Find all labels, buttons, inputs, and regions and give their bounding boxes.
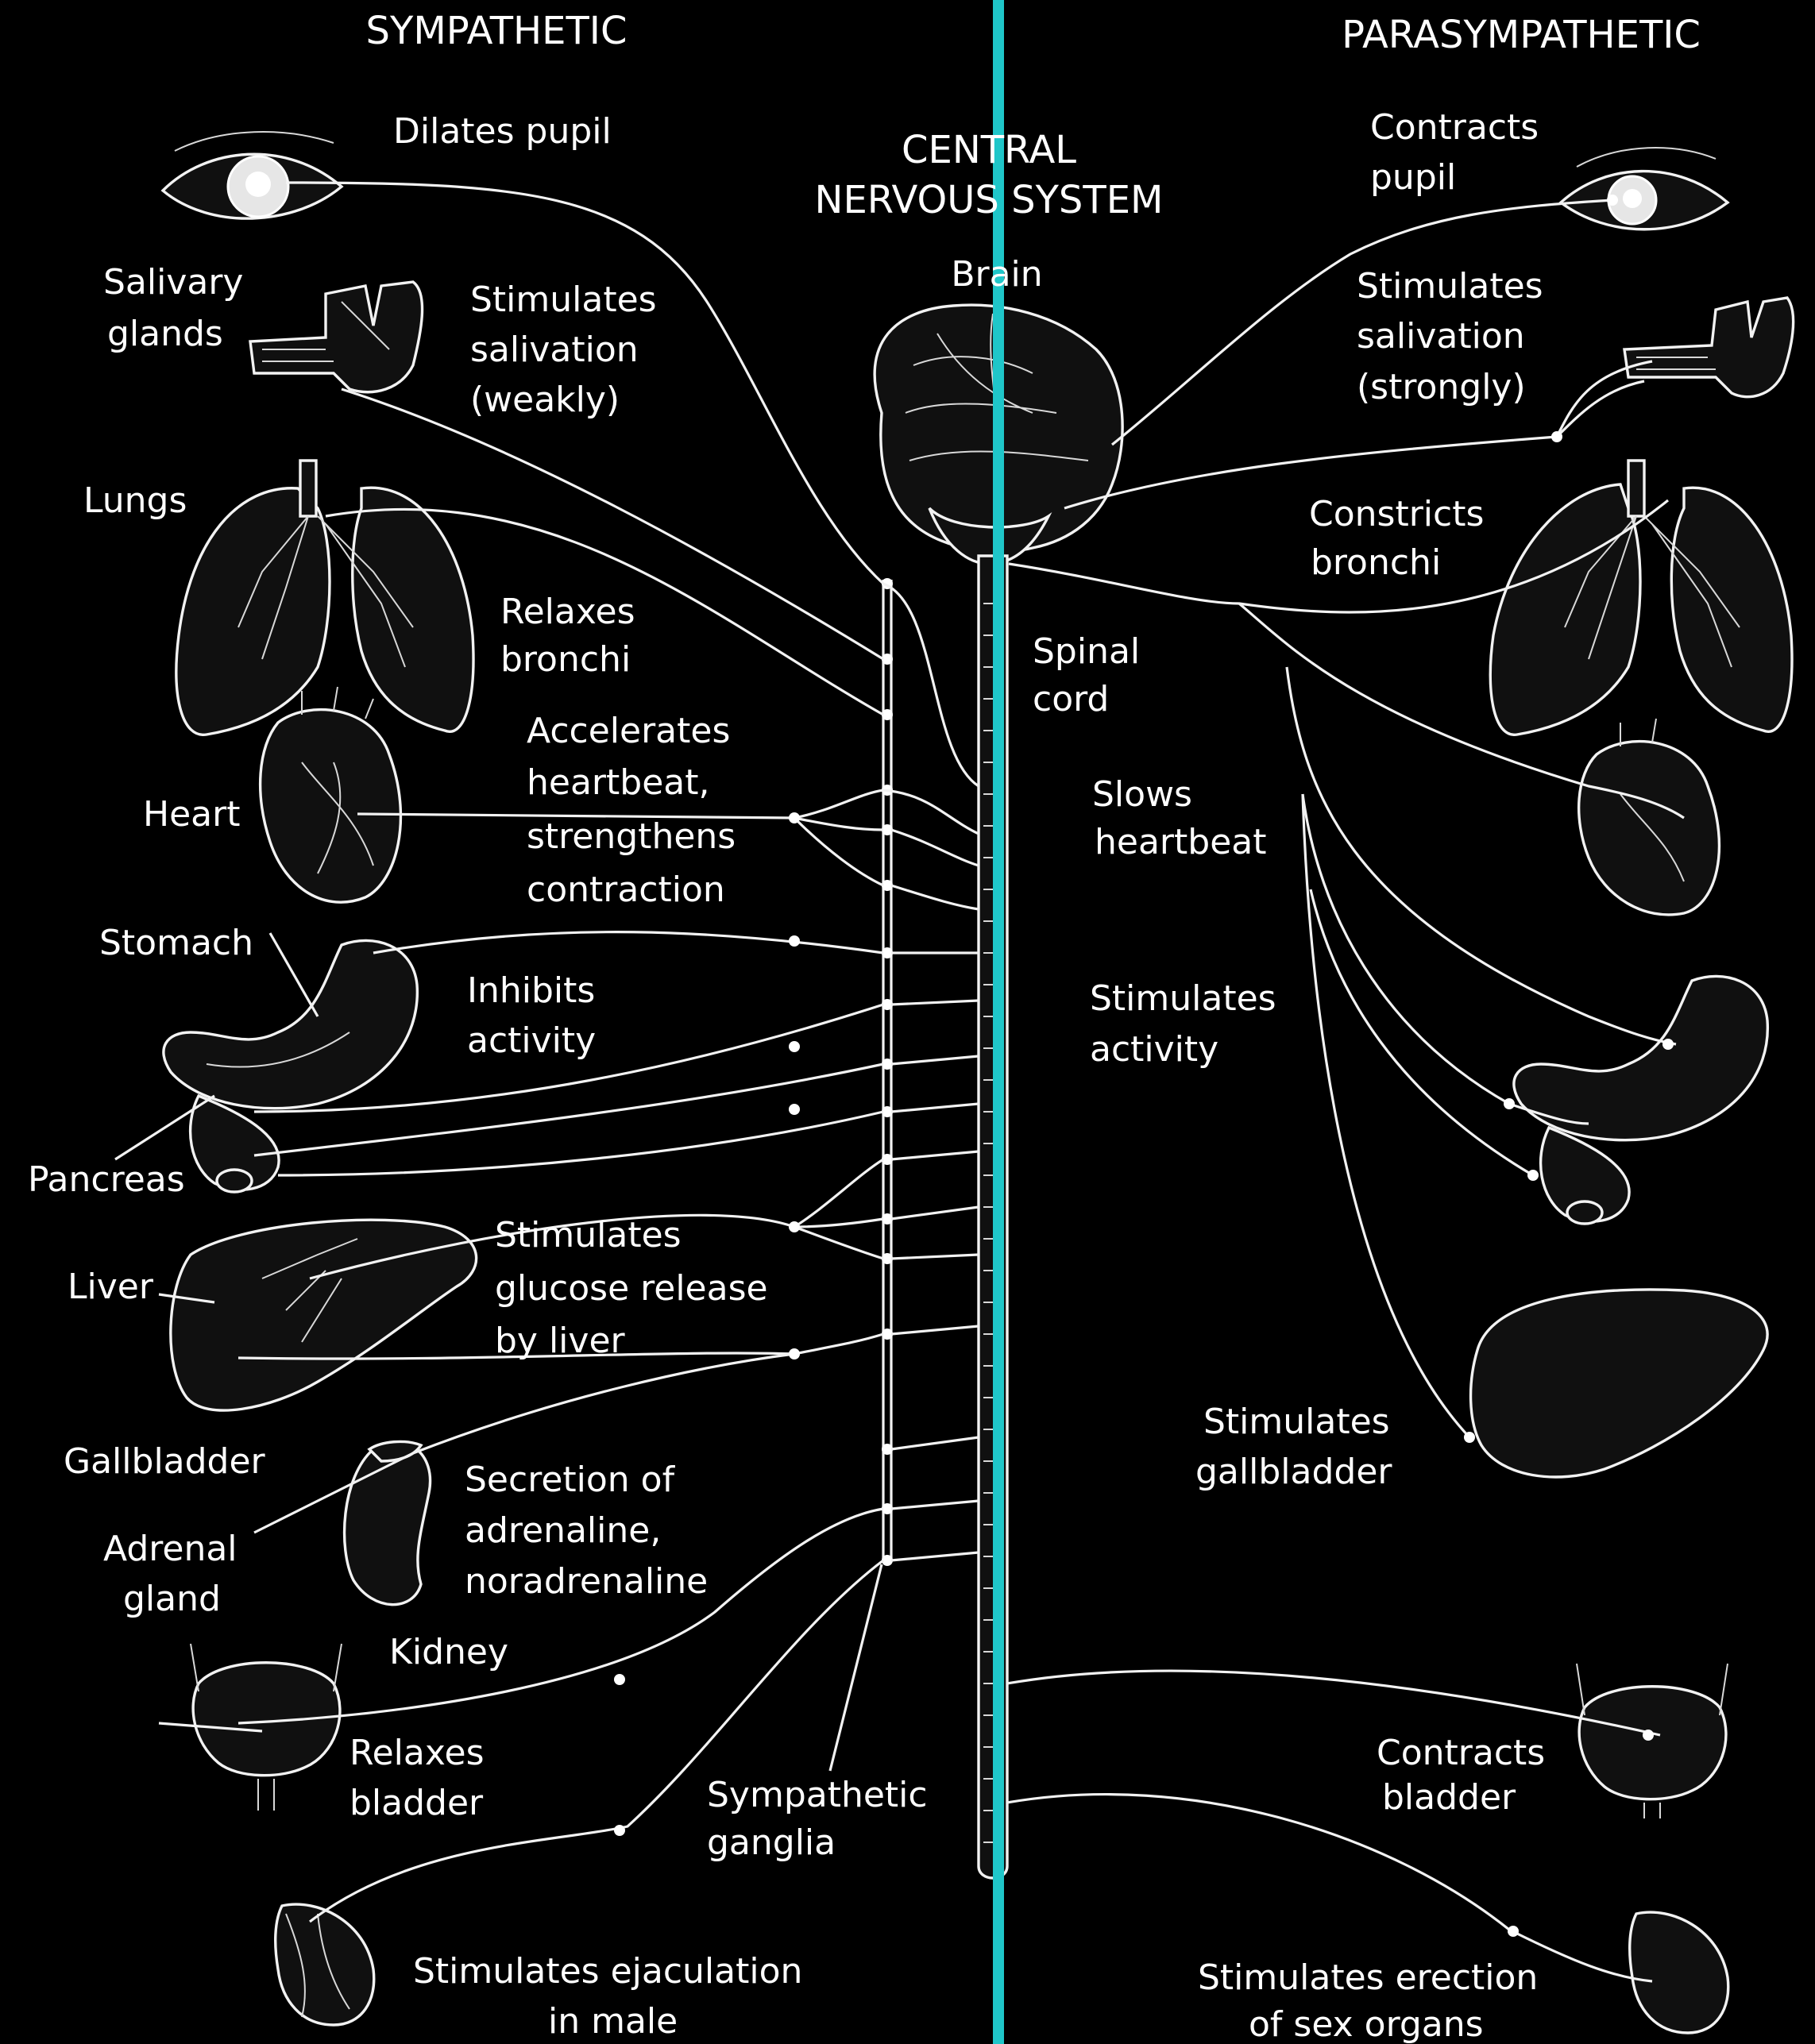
spinal-cord-label-line2: cord bbox=[1033, 679, 1109, 719]
sym-eye-effect: Dilates pupil bbox=[393, 111, 612, 152]
para-stomach-effect-line2: activity bbox=[1090, 1029, 1218, 1070]
sym-stomach-effect-line2: activity bbox=[467, 1020, 596, 1061]
para-stomach-effect-line1: Stimulates bbox=[1090, 978, 1276, 1019]
sym-lungs-effect-line1: Relaxes bbox=[500, 592, 635, 632]
adrenal-gland-label-line1: Adrenal bbox=[103, 1529, 237, 1569]
sym-sex-effect-line2: in male bbox=[548, 2001, 678, 2042]
center-divider bbox=[993, 0, 1004, 2044]
para-eye-effect-line1: Contracts bbox=[1370, 107, 1539, 148]
sympathetic-ganglia-label-line2: ganglia bbox=[707, 1822, 836, 1863]
heart-label: Heart bbox=[143, 794, 240, 835]
para-eye-effect-line2: pupil bbox=[1370, 157, 1456, 198]
para-lungs-effect-line2: bronchi bbox=[1311, 542, 1441, 583]
sym-adrenal-effect-line2: adrenaline, bbox=[465, 1510, 661, 1551]
para-bladder-effect-line1: Contracts bbox=[1377, 1733, 1545, 1773]
sym-salivary-effect-line1: Stimulates bbox=[470, 280, 657, 320]
sym-heart-effect-line2: heartbeat, bbox=[527, 762, 709, 803]
liver-label: Liver bbox=[68, 1267, 154, 1307]
cns-header-line2: NERVOUS SYSTEM bbox=[815, 178, 1164, 222]
sym-liver-effect-line3: by liver bbox=[495, 1321, 626, 1361]
sym-stomach-effect-line1: Inhibits bbox=[467, 970, 595, 1011]
sym-adrenal-effect-line3: noradrenaline bbox=[465, 1561, 708, 1602]
para-bladder-effect-line2: bladder bbox=[1382, 1777, 1516, 1818]
para-sex-effect-line1: Stimulates erection bbox=[1198, 1957, 1538, 1998]
sym-salivary-effect-line3: (weakly) bbox=[470, 380, 620, 420]
salivary-glands-label-line2: glands bbox=[107, 314, 223, 354]
para-gallbladder-effect-line1: Stimulates bbox=[1203, 1402, 1390, 1442]
sym-sex-effect-line1: Stimulates ejaculation bbox=[413, 1951, 802, 1992]
stomach-label: Stomach bbox=[99, 923, 253, 963]
parasympathetic-header: PARASYMPATHETIC bbox=[1342, 13, 1701, 57]
sym-adrenal-effect-line1: Secretion of bbox=[465, 1460, 676, 1500]
pancreas-label: Pancreas bbox=[28, 1159, 185, 1200]
lungs-label: Lungs bbox=[83, 480, 187, 521]
sym-bladder-effect-line2: bladder bbox=[349, 1783, 484, 1823]
kidney-label: Kidney bbox=[389, 1632, 508, 1672]
para-gallbladder-effect-line2: gallbladder bbox=[1195, 1452, 1392, 1492]
gallbladder-label: Gallbladder bbox=[64, 1441, 266, 1482]
sym-liver-effect-line1: Stimulates bbox=[495, 1215, 682, 1255]
para-heart-effect-line1: Slows bbox=[1092, 774, 1192, 815]
sym-salivary-effect-line2: salivation bbox=[470, 330, 639, 370]
para-heart-effect-line2: heartbeat bbox=[1095, 822, 1266, 862]
sympathetic-ganglia-label-line1: Sympathetic bbox=[707, 1775, 928, 1815]
spinal-cord-label-line1: Spinal bbox=[1033, 631, 1140, 672]
sym-heart-effect-line1: Accelerates bbox=[527, 711, 730, 751]
sympathetic-header: SYMPATHETIC bbox=[366, 9, 628, 53]
adrenal-gland-label-line2: gland bbox=[123, 1579, 221, 1619]
cns-header-line1: CENTRAL bbox=[902, 128, 1076, 172]
salivary-glands-label-line1: Salivary bbox=[103, 262, 243, 303]
para-salivary-effect-line1: Stimulates bbox=[1357, 266, 1543, 307]
brain-label: Brain bbox=[951, 254, 1042, 295]
sym-bladder-effect-line1: Relaxes bbox=[349, 1733, 485, 1773]
sym-heart-effect-line3: strengthens bbox=[527, 816, 736, 857]
para-salivary-effect-line2: salivation bbox=[1357, 316, 1525, 357]
sym-heart-effect-line4: contraction bbox=[527, 870, 725, 910]
para-lungs-effect-line1: Constricts bbox=[1309, 494, 1484, 534]
para-sex-effect-line2: of sex organs bbox=[1249, 2004, 1484, 2044]
para-salivary-effect-line3: (strongly) bbox=[1357, 367, 1526, 407]
sym-lungs-effect-line2: bronchi bbox=[500, 639, 631, 680]
sym-liver-effect-line2: glucose release bbox=[495, 1268, 768, 1309]
